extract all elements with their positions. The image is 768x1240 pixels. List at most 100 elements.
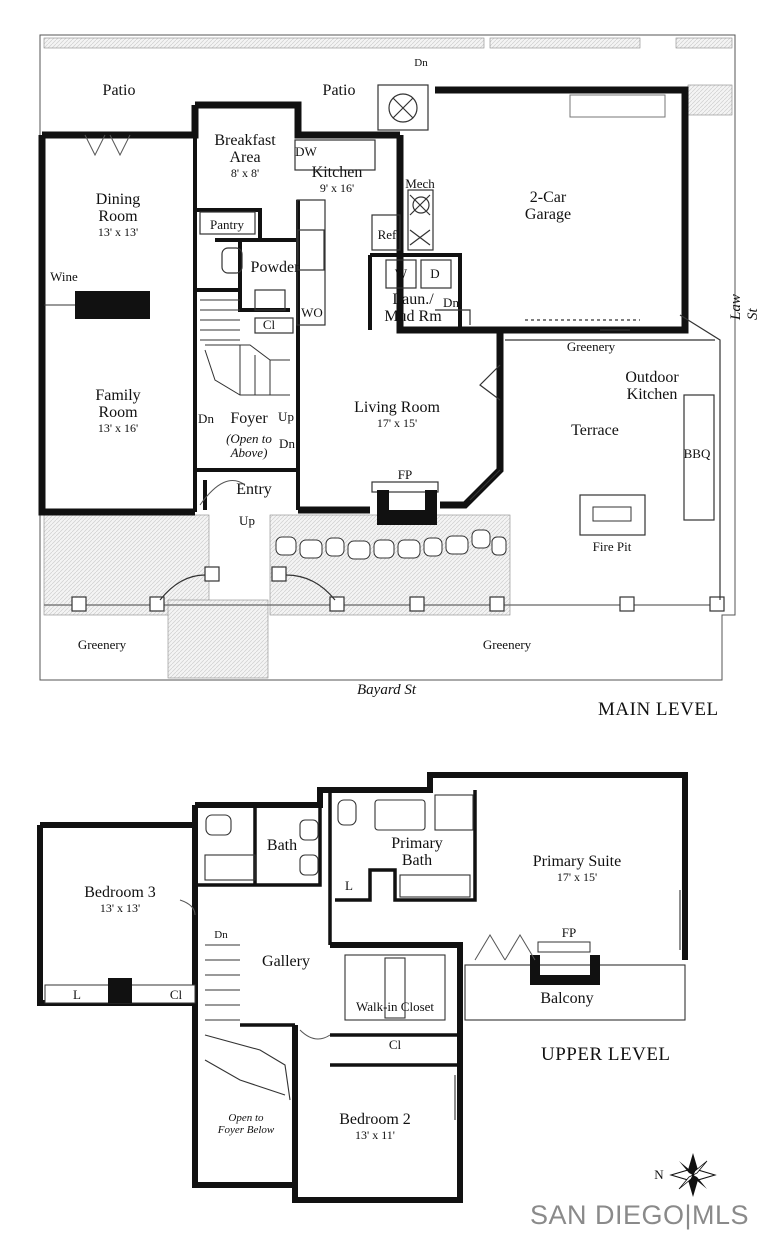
main-level-title: MAIN LEVEL [598,699,719,720]
up-foyer-label: Up [278,409,294,424]
upper-thin-lines [204,794,686,1120]
mech-fan-x [392,97,414,119]
kitchen-label: Kitchen 9' x 16' [311,164,363,195]
l-bed3-label: L [73,987,81,1002]
greenery-left-label: Greenery [77,637,127,652]
bedroom3-label: Bedroom 3 13' x 13' [84,884,156,915]
patio-right-label: Patio [322,82,356,99]
foyer-note1: (Open to [226,431,272,446]
pantry-label: Pantry [210,217,244,232]
fp-main-label: FP [397,467,413,482]
laundry-line1: Laun./ [392,291,434,308]
main-thin-lines [199,139,721,600]
primary-bath-line1: Primary [391,835,443,852]
top-right-fence-strip [489,37,641,49]
living-fireplace-hearth [371,481,439,493]
dn-laundry-label: Dn [443,295,459,310]
outdoor-kitchen-line1: Outdoor [625,369,679,386]
fp-upper-label: FP [561,925,577,940]
primary-bath-label: Primary Bath [391,835,443,870]
lot-outline [39,34,736,681]
dining-dim: 13' x 13' [97,224,139,239]
closet-label: Cl [262,317,276,332]
upper-interior-walls [195,790,477,1067]
bedroom2-label: Bedroom 2 13' x 11' [339,1111,411,1142]
dn-family-label: Dn [198,411,214,426]
breakfast-line1: Breakfast [214,132,276,149]
dryer-label: D [430,266,440,281]
law-street-label: Law St [728,294,761,320]
bbq-label: BBQ [683,446,711,461]
upper-level-title: UPPER LEVEL [541,1044,671,1065]
master-fireplace [530,955,600,985]
breakfast-line2: Area [229,148,261,166]
wo-label: WO [301,305,323,320]
living-dim: 17' x 15' [376,415,418,430]
primary-bath-line2: Bath [401,851,433,869]
master-fireplace-hearth [537,941,591,953]
living-fireplace [377,490,437,525]
family-label: Family Room 13' x 16' [95,387,141,435]
dining-line2: Room [98,207,138,225]
right-fence-strip [687,84,733,116]
cl-bed2-label: Cl [388,1037,402,1052]
mls-watermark: SAN DIEGO|MLS [530,1200,750,1230]
foyer-note: (Open to Above) [226,432,272,459]
front-path [167,599,269,679]
wine-label: Wine [50,269,78,284]
ref-label: Ref [377,227,397,242]
front-posts [71,566,725,612]
family-line2: Room [98,403,138,421]
foyer-note2: Above) [230,444,268,460]
front-arch-right [285,574,336,601]
dn-top-label: Dn [414,57,428,69]
bayard-street-label: Bayard St [357,682,417,698]
breakfast-label: Breakfast Area 8' x 8' [214,132,276,179]
door-swings [84,134,246,506]
front-arch-left [159,574,206,601]
garage-line1: 2-Car [529,189,567,206]
primary-suite-dim: 17' x 15' [556,869,598,884]
primary-suite-name: Primary Suite [532,853,622,870]
open-foyer-line2: Foyer Below [217,1123,275,1136]
living-name: Living Room [354,399,440,416]
bedroom3-name: Bedroom 3 [84,884,156,901]
front-walk-right [269,514,511,616]
kitchen-dim: 9' x 16' [319,180,355,195]
dw-label: DW [295,144,317,159]
kitchen-name: Kitchen [311,164,363,181]
bedroom2-dim: 13' x 11' [355,1127,395,1142]
entry-label: Entry [236,481,272,498]
main-stairs [200,299,290,396]
garage-line2: Garage [524,205,572,223]
terrace-doors [469,329,630,501]
walkin-label: Walk-in Closet [355,999,435,1014]
family-line1: Family [95,387,141,404]
top-corner-strip [675,37,733,49]
compass-north-label: N [654,1167,664,1182]
l-bath-label: L [345,878,353,893]
family-dim: 13' x 16' [97,420,139,435]
laundry-label: Laun./ Mud Rm [384,291,442,326]
laundry-line2: Mud Rm [384,307,442,325]
primary-suite-label: Primary Suite 17' x 15' [532,853,622,884]
open-foyer-line1: Open to [228,1112,264,1124]
foyer-label: Foyer [230,410,268,427]
washer-label: W [394,266,408,281]
top-fence-strip [43,37,485,49]
outdoor-kitchen-label: Outdoor Kitchen [625,369,679,404]
dn-upper-label: Dn [214,929,228,941]
terrace-label: Terrace [571,422,619,439]
wine-cabinet [75,291,150,319]
open-foyer-label: Open to Foyer Below [217,1112,275,1136]
powder-label: Powder [250,259,300,276]
balcony-label: Balcony [540,990,594,1007]
bedroom3-dim: 13' x 13' [99,900,141,915]
compass-rose [669,1153,717,1197]
bath-label: Bath [266,837,298,854]
greenery-terrace-label: Greenery [566,339,616,354]
cl-bed3-label: Cl [169,987,183,1002]
patio-left-label: Patio [102,82,136,99]
dining-label: Dining Room 13' x 13' [96,191,140,239]
outdoor-kitchen-counter [683,394,715,521]
